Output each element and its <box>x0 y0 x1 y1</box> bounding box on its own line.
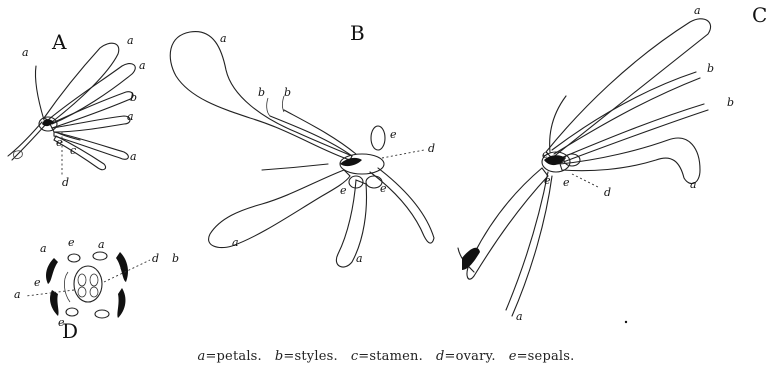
panel-c-label: b <box>727 96 734 109</box>
panel-d-drawing <box>26 252 150 318</box>
panel-c-label: d <box>604 186 611 199</box>
panel-b-letter: B <box>350 21 365 45</box>
panel-b-label: d <box>428 142 435 155</box>
panel-c-label: e <box>553 154 560 167</box>
panel-c-letter: C <box>752 3 767 27</box>
panel-a-label: a <box>127 110 134 123</box>
panel-b-label: e <box>390 128 397 141</box>
panel-d-label: a <box>40 242 47 255</box>
panel-c-label: e <box>544 174 551 187</box>
panel-d-label: e <box>34 276 41 289</box>
panel-a: A a a a b a a e c d <box>8 30 146 189</box>
panel-b-drawing <box>170 32 434 268</box>
panel-a-label: c <box>70 144 76 157</box>
panel-c-label: e <box>542 148 549 161</box>
panel-a-label: e <box>56 136 63 149</box>
panel-a-label: a <box>22 46 29 59</box>
panel-d-label: e <box>120 260 127 273</box>
panel-b-label: a <box>220 32 227 45</box>
panel-c-label: a <box>694 4 701 17</box>
panel-d-label: e <box>118 290 125 303</box>
panel-d-label: e <box>68 236 75 249</box>
panel-a-label: b <box>130 91 137 104</box>
caption-item: e=sepals. <box>509 349 575 364</box>
caption-item: b=styles. <box>275 349 338 364</box>
panel-c-dot <box>625 321 627 323</box>
figure-caption: a=petals. b=styles. c=stamen. d=ovary. e… <box>0 349 772 364</box>
panel-c-label: e <box>563 176 570 189</box>
panel-c-drawing <box>458 19 711 316</box>
caption-item: d=ovary. <box>436 349 496 364</box>
panel-c-label: b <box>707 62 714 75</box>
panel-b-label: a <box>356 252 363 265</box>
panel-b-label: a <box>232 236 239 249</box>
panel-b-label: e <box>380 182 387 195</box>
panel-d: D a e a e e d b a e <box>14 236 179 343</box>
panel-c-label: a <box>690 178 697 191</box>
panel-d-label: b <box>172 252 179 265</box>
panel-c: C a b b e e <box>458 3 767 323</box>
caption-item: a=petals. <box>197 349 261 364</box>
panel-c-label: a <box>516 310 523 323</box>
panel-b-label: b <box>284 86 291 99</box>
panel-d-label: a <box>14 288 21 301</box>
panel-d-label: e <box>58 316 65 329</box>
panel-b-label: b <box>258 86 265 99</box>
panel-a-label: a <box>127 34 134 47</box>
panel-a-label: a <box>139 59 146 72</box>
panel-a-label: d <box>62 176 69 189</box>
panel-d-label: d <box>152 252 159 265</box>
caption-item: c=stamen. <box>351 349 423 364</box>
panel-b-label: e <box>340 184 347 197</box>
panel-a-label: a <box>130 150 137 163</box>
panel-b: B a b b e d <box>170 21 435 267</box>
panel-a-letter: A <box>51 30 67 54</box>
panel-d-label: a <box>98 238 105 251</box>
